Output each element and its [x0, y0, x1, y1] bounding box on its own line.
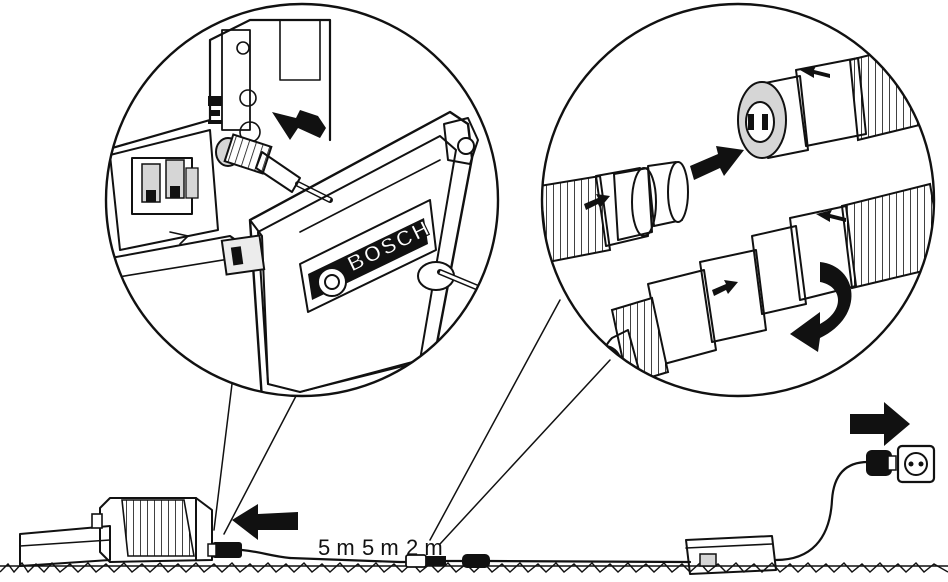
cable-plug	[208, 542, 290, 558]
cable-length-2: 5 m	[362, 535, 399, 560]
cable-length-1: 5 m	[318, 535, 355, 560]
base-station	[20, 498, 212, 566]
right-zoom-circle	[540, 4, 944, 396]
power-supply	[686, 462, 868, 574]
arrow-left-icon	[232, 504, 298, 540]
left-zoom-circle: BOSCH	[100, 4, 498, 410]
arrow-right-icon	[850, 402, 910, 446]
cable-length-labels: 5 m 5 m 2 m	[318, 535, 443, 560]
cable-length-3: 2 m	[406, 535, 443, 560]
right-callout-lines	[430, 300, 610, 544]
mains-plug	[866, 446, 934, 482]
